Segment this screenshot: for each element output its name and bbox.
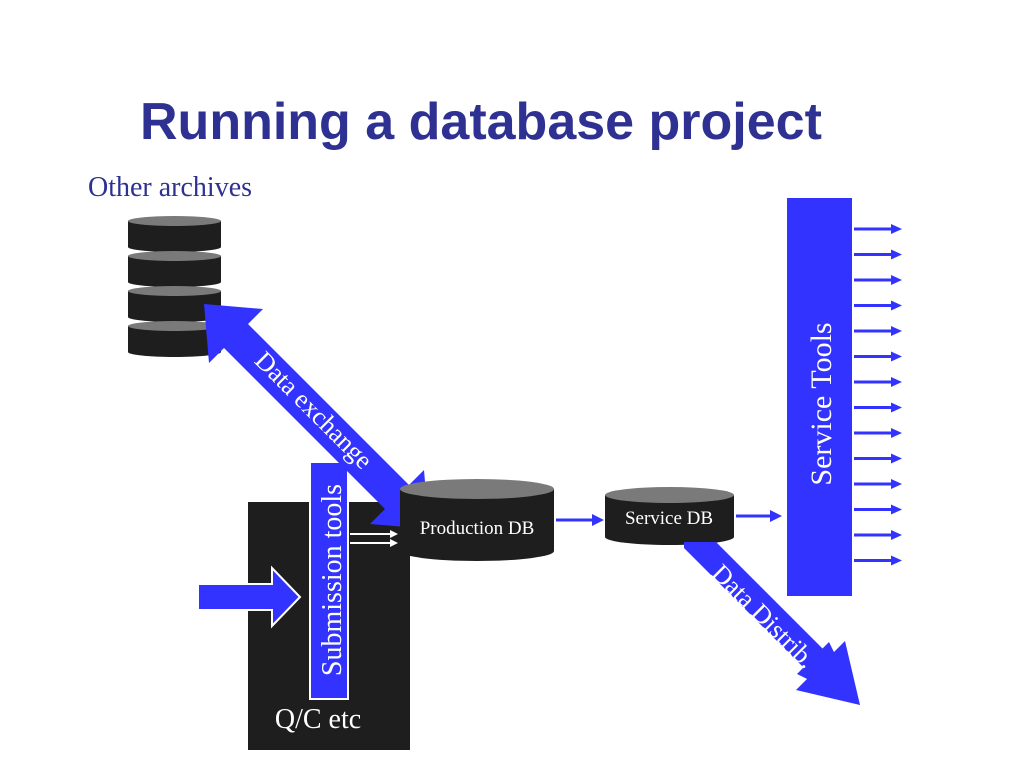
output-arrow-head [891, 275, 902, 285]
slide-title: Running a database project [140, 93, 822, 151]
output-arrow-head [891, 300, 902, 311]
data-exchange-label: Data exchange [249, 346, 378, 475]
service-to-tools-arrow [736, 510, 782, 522]
output-arrow-head [891, 326, 902, 336]
output-arrow-head [891, 351, 902, 362]
output-arrow-head [891, 555, 902, 566]
input-arrow [197, 565, 302, 629]
service-db: Service DB [605, 487, 734, 545]
production-db-label: Production DB [420, 518, 535, 539]
other-archives-stack [128, 216, 221, 357]
service-tools-output-arrows [854, 224, 902, 566]
service-tools-label: Service Tools [805, 322, 838, 485]
output-arrow-head [891, 377, 902, 387]
service-tools-bar: Service Tools [787, 198, 852, 596]
output-arrow-head [891, 224, 902, 234]
archive-disk-2 [128, 251, 221, 287]
production-db: Production DB [400, 479, 554, 561]
output-arrow-head [891, 402, 902, 413]
submission-to-production-arrows [350, 530, 398, 547]
output-arrow-head [891, 530, 902, 540]
qc-label: Q/C etc [275, 704, 361, 735]
archive-disk-1 [128, 216, 221, 252]
production-to-service-arrow [556, 514, 604, 526]
output-arrow-head [891, 479, 902, 489]
archive-disk-4 [128, 321, 221, 357]
output-arrow-head [891, 504, 902, 515]
service-db-label: Service DB [625, 508, 713, 529]
submission-tools-bar: Submission tools [309, 461, 349, 700]
submission-tools-label: Submission tools [317, 484, 348, 676]
output-arrow-head [891, 428, 902, 438]
output-arrow-head [891, 249, 902, 260]
output-arrow-head [891, 453, 902, 464]
other-archives-label: Other archives [88, 172, 253, 203]
